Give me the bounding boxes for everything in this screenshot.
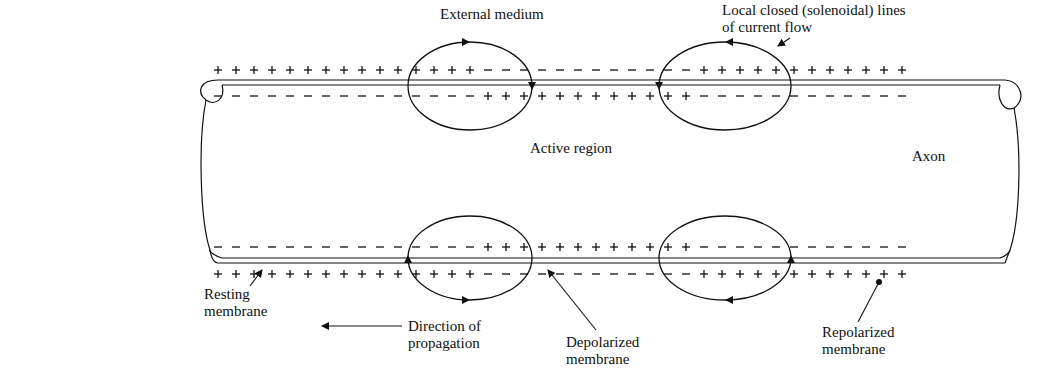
current-loops (408, 42, 791, 300)
axon-outline (201, 80, 1021, 263)
callout-label: Depolarized membrane (566, 334, 661, 368)
region-label: External medium (440, 6, 580, 23)
charge-signs (214, 66, 906, 278)
region-label: Active region (530, 140, 650, 157)
direction-label: Direction of propagation (408, 318, 482, 352)
part-name: Axon (912, 148, 972, 165)
callout-label: Repolarized membrane (822, 324, 917, 358)
leader-dot (876, 279, 882, 285)
loop-arrowheads (404, 38, 795, 304)
callout-label: Resting membrane (204, 286, 274, 320)
leader-lines (250, 38, 878, 330)
callout-label: Local closed (solenoidal) lines of curre… (722, 2, 907, 36)
